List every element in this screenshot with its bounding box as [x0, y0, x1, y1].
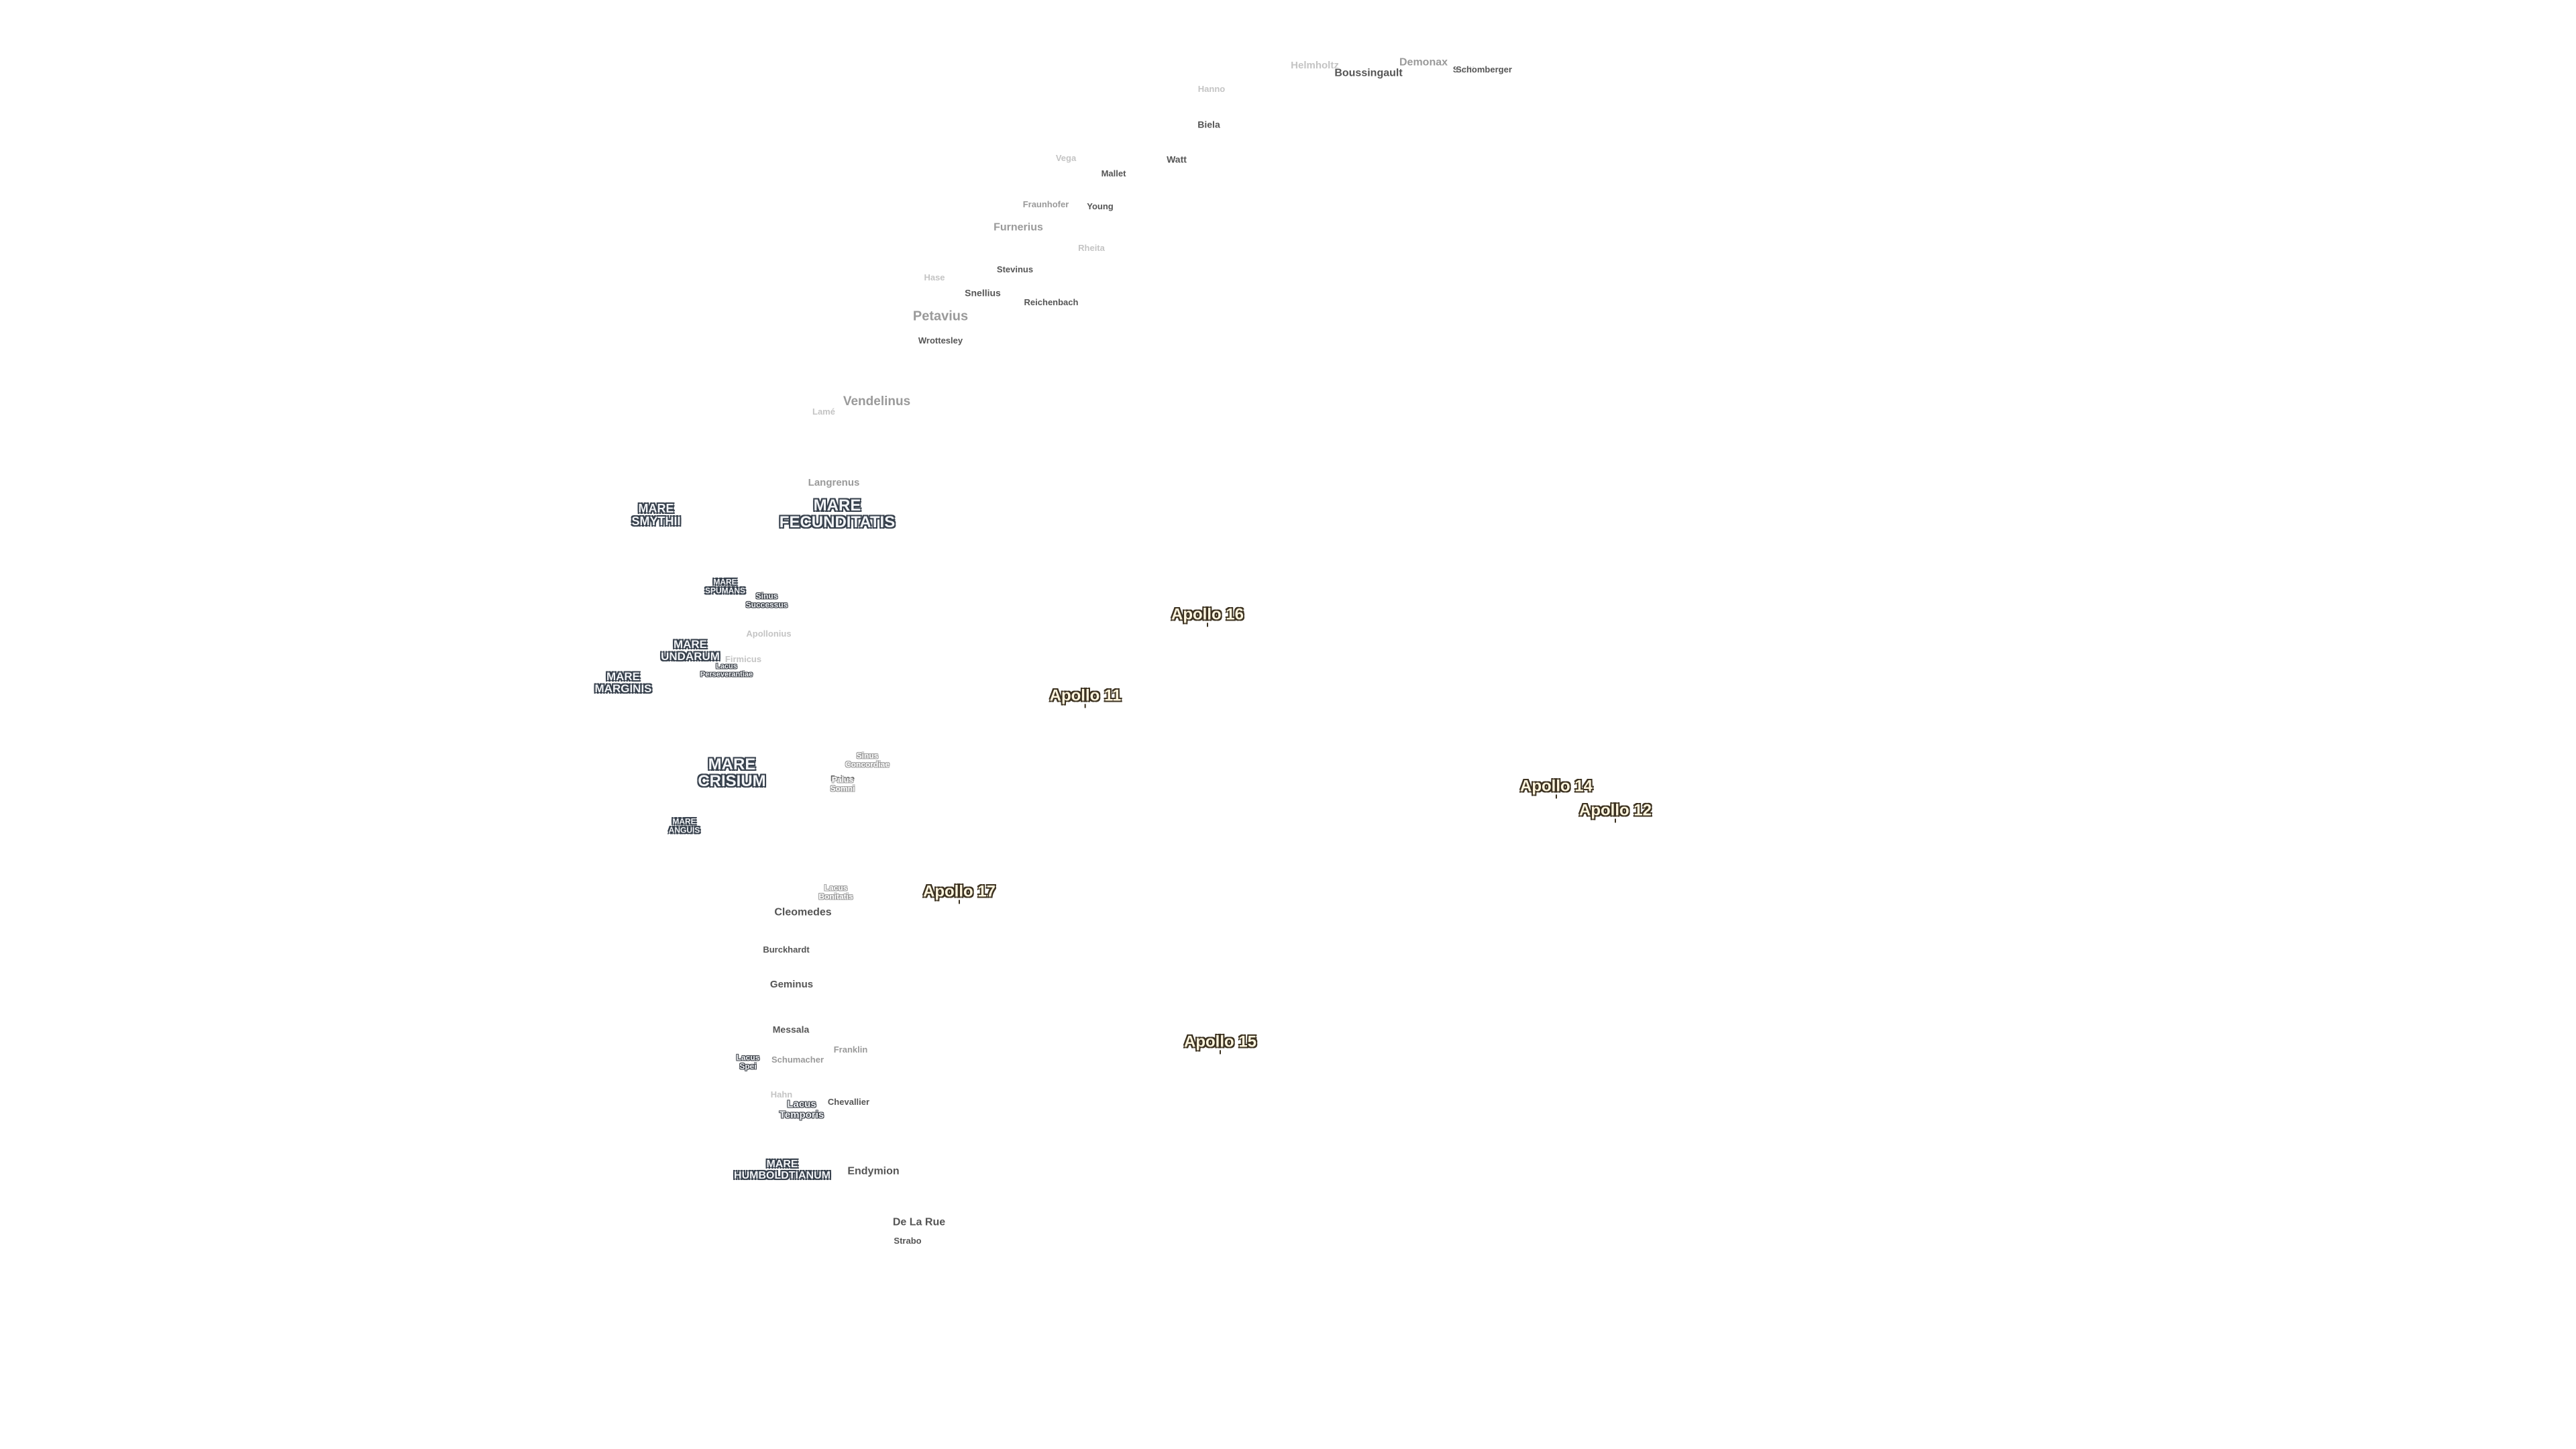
- crater-label-peirce: Peirce: [830, 773, 855, 784]
- landing-site-label: Apollo 11: [1049, 686, 1122, 705]
- crater-label-lame: Lamé: [812, 407, 835, 417]
- crater-label-franklin: Franklin: [833, 1044, 868, 1055]
- landing-site-apollo-17[interactable]: Apollo 17: [922, 882, 996, 904]
- crater-label-reichenbach: Reichenbach: [1024, 297, 1079, 308]
- crater-label-furnerius: Furnerius: [994, 221, 1043, 233]
- landing-site-marker-icon[interactable]: [1085, 704, 1086, 708]
- crater-label-watt: Watt: [1167, 154, 1187, 165]
- landing-site-label: Apollo 14: [1519, 777, 1593, 796]
- crater-label-messala: Messala: [772, 1024, 810, 1035]
- crater-label-scott: Scott: [1452, 64, 1475, 75]
- crater-label-vendelinus: Vendelinus: [843, 394, 911, 409]
- landing-site-label: Apollo 17: [922, 882, 996, 901]
- crater-label-endymion: Endymion: [847, 1165, 900, 1177]
- landing-site-apollo-12[interactable]: Apollo 12: [1578, 801, 1652, 823]
- crater-label-young: Young: [1087, 201, 1114, 212]
- crater-label-stevinus: Stevinus: [996, 264, 1034, 275]
- crater-label-apollonius: Apollonius: [746, 629, 792, 639]
- landing-site-label: Apollo 12: [1578, 801, 1652, 820]
- crater-label-hahn: Hahn: [770, 1089, 793, 1100]
- landing-site-apollo-14[interactable]: Apollo 14: [1519, 777, 1593, 799]
- crater-label-vega: Vega: [1055, 153, 1077, 164]
- crater-label-demonax: Demonax: [1399, 56, 1448, 68]
- crater-label-helmholtz: Helmholtz: [1291, 60, 1339, 72]
- landing-site-marker-icon[interactable]: [1614, 818, 1616, 823]
- landing-site-marker-icon[interactable]: [1219, 1050, 1221, 1055]
- crater-label-langrenus: Langrenus: [808, 477, 860, 489]
- crater-label-chevallier: Chevallier: [827, 1097, 870, 1108]
- crater-label-strabo: Strabo: [894, 1236, 922, 1246]
- crater-label-schomberger: Schomberger: [1456, 64, 1512, 75]
- crater-label-de-la-rue: De La Rue: [892, 1216, 946, 1228]
- crater-label-petavius: Petavius: [912, 309, 969, 324]
- crater-label-mallet: Mallet: [1101, 168, 1126, 179]
- landing-site-label: Apollo 16: [1171, 605, 1244, 624]
- crater-label-geminus: Geminus: [769, 979, 814, 991]
- landing-site-marker-icon[interactable]: [1555, 794, 1557, 799]
- crater-label-cleomedes: Cleomedes: [774, 906, 832, 918]
- crater-label-biela: Biela: [1197, 119, 1220, 130]
- landing-site-label: Apollo 15: [1183, 1032, 1257, 1051]
- landing-site-apollo-11[interactable]: Apollo 11: [1049, 686, 1122, 708]
- crater-label-boussingault: Boussingault: [1334, 67, 1403, 79]
- landing-site-marker-icon[interactable]: [958, 900, 960, 904]
- crater-label-rheita: Rheita: [1078, 243, 1105, 254]
- crater-label-fraunhofer: Fraunhofer: [1022, 199, 1069, 210]
- crater-label-hanno: Hanno: [1197, 84, 1226, 95]
- crater-label-schumacher: Schumacher: [771, 1055, 824, 1065]
- landing-site-apollo-15[interactable]: Apollo 15: [1183, 1032, 1257, 1055]
- landing-site-apollo-16[interactable]: Apollo 16: [1171, 605, 1244, 627]
- crater-label-wrottesley: Wrottesley: [918, 335, 963, 346]
- landing-site-marker-icon[interactable]: [1206, 623, 1208, 627]
- crater-label-snellius: Snellius: [965, 287, 1001, 299]
- crater-label-hase: Hase: [924, 272, 945, 283]
- crater-label-firmicus: Firmicus: [724, 654, 762, 665]
- crater-label-burckhardt: Burckhardt: [763, 945, 810, 955]
